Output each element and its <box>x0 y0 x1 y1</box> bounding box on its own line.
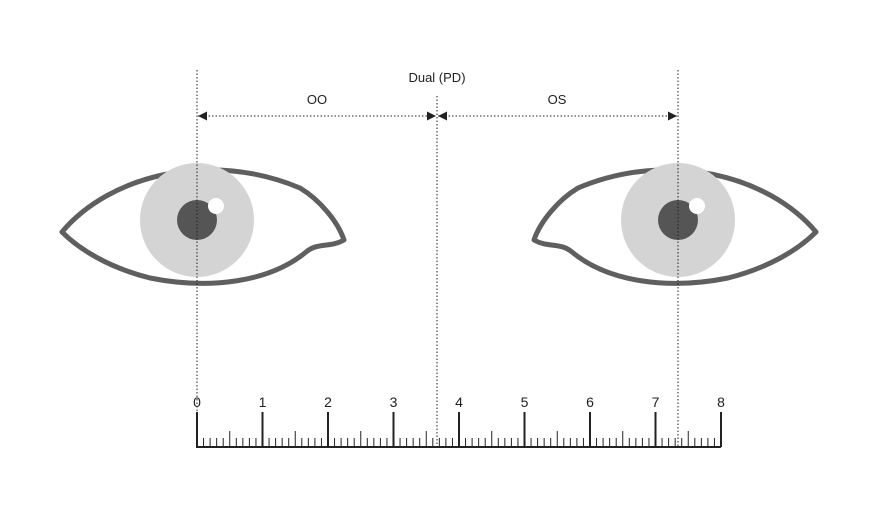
ruler-label: 3 <box>390 394 398 410</box>
ruler-label: 0 <box>193 394 201 410</box>
ruler-label: 1 <box>259 394 267 410</box>
right-eye-label: OO <box>307 92 327 107</box>
right-eye-icon <box>59 163 347 286</box>
left-pupil <box>658 200 698 240</box>
right-pupil <box>177 200 217 240</box>
left-eye-icon <box>531 163 819 286</box>
ruler-label: 5 <box>521 394 529 410</box>
diagram-title: Dual (PD) <box>408 70 465 85</box>
ruler-label: 8 <box>717 394 725 410</box>
ruler-label: 7 <box>652 394 660 410</box>
left-eye-label: OS <box>548 92 567 107</box>
ruler-label: 4 <box>455 394 463 410</box>
ruler-label: 2 <box>324 394 332 410</box>
ruler-label: 6 <box>586 394 594 410</box>
ruler: 0 1 2 3 4 5 6 7 8 <box>193 394 725 448</box>
right-highlight <box>208 198 224 214</box>
left-highlight <box>689 198 705 214</box>
